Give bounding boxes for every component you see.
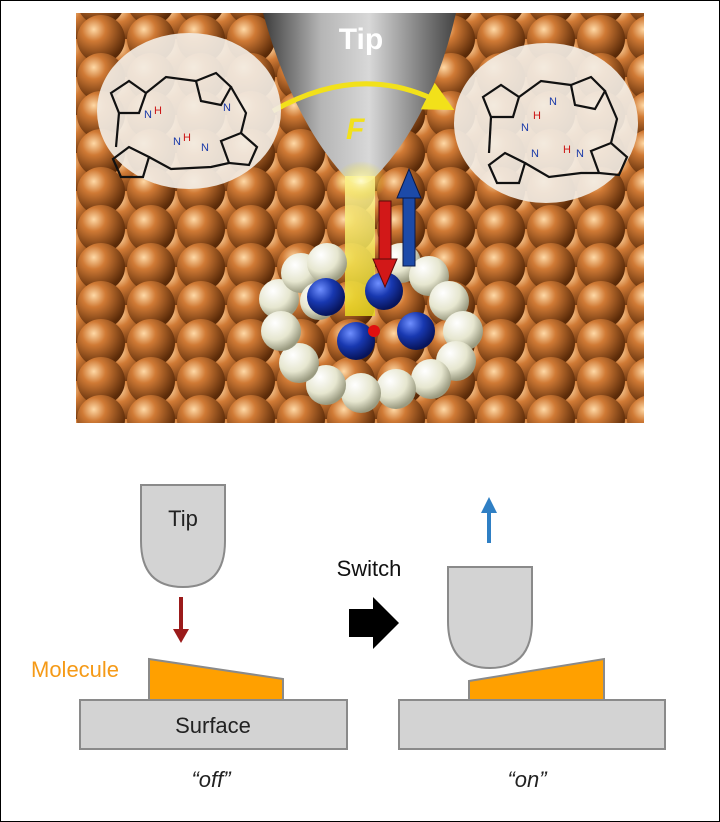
molecule-inset-right: N H N H N N (454, 43, 638, 203)
force-label: F (346, 113, 365, 146)
surface-off (79, 699, 348, 750)
surface-label: Surface (175, 713, 251, 738)
up-arrow-render (396, 167, 422, 267)
stm-render: N H N H N N N H N H N N (76, 13, 644, 423)
molecule-off (148, 657, 284, 701)
schematic: Tip Molecule Surface “off” Switch “on” (31, 484, 666, 792)
n-label: N (144, 109, 152, 121)
n-label: N (173, 136, 181, 148)
n-label: N (223, 102, 231, 114)
h-label: H (533, 110, 541, 122)
molecule-inset-left: N H N H N N (97, 33, 281, 189)
n-label: N (576, 148, 584, 160)
tip-off (140, 484, 226, 589)
on-label: “on” (507, 767, 548, 792)
molecule-label: Molecule (31, 657, 119, 682)
h-label: H (154, 105, 162, 117)
surface-on (398, 699, 666, 750)
off-label: “off” (191, 767, 232, 792)
tip-on (447, 566, 533, 670)
force-arc (271, 81, 455, 114)
tip-cone (263, 13, 456, 184)
render-tip-label: Tip (339, 23, 383, 56)
h-label: H (183, 132, 191, 144)
n-label: N (549, 96, 557, 108)
n-label: N (521, 122, 529, 134)
beam-glow (335, 161, 387, 201)
down-arrow-render (372, 200, 398, 289)
n-label: N (201, 142, 209, 154)
up-arrow (481, 497, 497, 543)
schematic-tip-label: Tip (168, 506, 198, 531)
down-arrow (173, 597, 189, 643)
switch-label: Switch (337, 556, 402, 581)
h-label: H (563, 144, 571, 156)
switch-arrow-icon (349, 597, 399, 649)
n-label: N (531, 148, 539, 160)
